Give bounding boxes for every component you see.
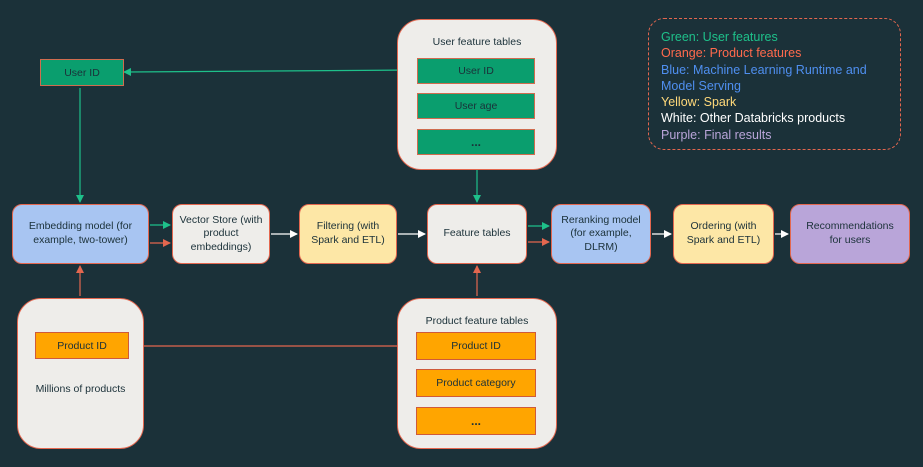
legend-white: White: Other Databricks products [661, 111, 846, 126]
user-table-item-user-id: User ID [417, 58, 535, 84]
feature-tables-node: Feature tables [427, 204, 527, 264]
vector-store-node: Vector Store (with product embeddings) [172, 204, 270, 264]
reranking-model-node: Reranking model (for example, DLRM) [551, 204, 651, 264]
legend-purple: Purple: Final results [661, 127, 772, 142]
user-feature-tables-group: User feature tables User ID User age ... [397, 19, 557, 170]
legend-green: Green: User features [661, 30, 778, 44]
legend-orange: Orange: Product features [661, 46, 802, 61]
products-item-product-id: Product ID [35, 332, 129, 359]
ordering-node: Ordering (with Spark and ETL) [673, 204, 774, 264]
recommendations-node: Recommendations for users [790, 204, 910, 264]
user-id-node: User ID [40, 59, 124, 86]
legend-blue: Blue: Machine Learning Runtime and Model… [661, 62, 867, 93]
product-table-item-more: ... [416, 407, 536, 435]
embedding-model-node: Embedding model (for example, two-tower) [12, 204, 149, 264]
millions-of-products-label: Millions of products [35, 383, 126, 395]
product-feature-tables-group: Product feature tables Product ID Produc… [397, 298, 557, 449]
user-table-item-more: ... [417, 129, 535, 155]
product-table-item-product-category: Product category [416, 369, 536, 397]
product-table-item-product-id: Product ID [416, 332, 536, 360]
product-feature-tables-title: Product feature tables [425, 315, 529, 327]
user-table-item-user-age: User age [417, 93, 535, 119]
user-feature-tables-title: User feature tables [432, 36, 522, 48]
arrow-userid-to-user-table [123, 66, 415, 76]
filtering-node: Filtering (with Spark and ETL) [299, 204, 397, 264]
legend-yellow: Yellow: Spark [661, 95, 737, 110]
millions-of-products-group: Product ID Millions of products [17, 298, 144, 449]
legend-box: Green: User features Orange: Product fea… [648, 18, 901, 150]
